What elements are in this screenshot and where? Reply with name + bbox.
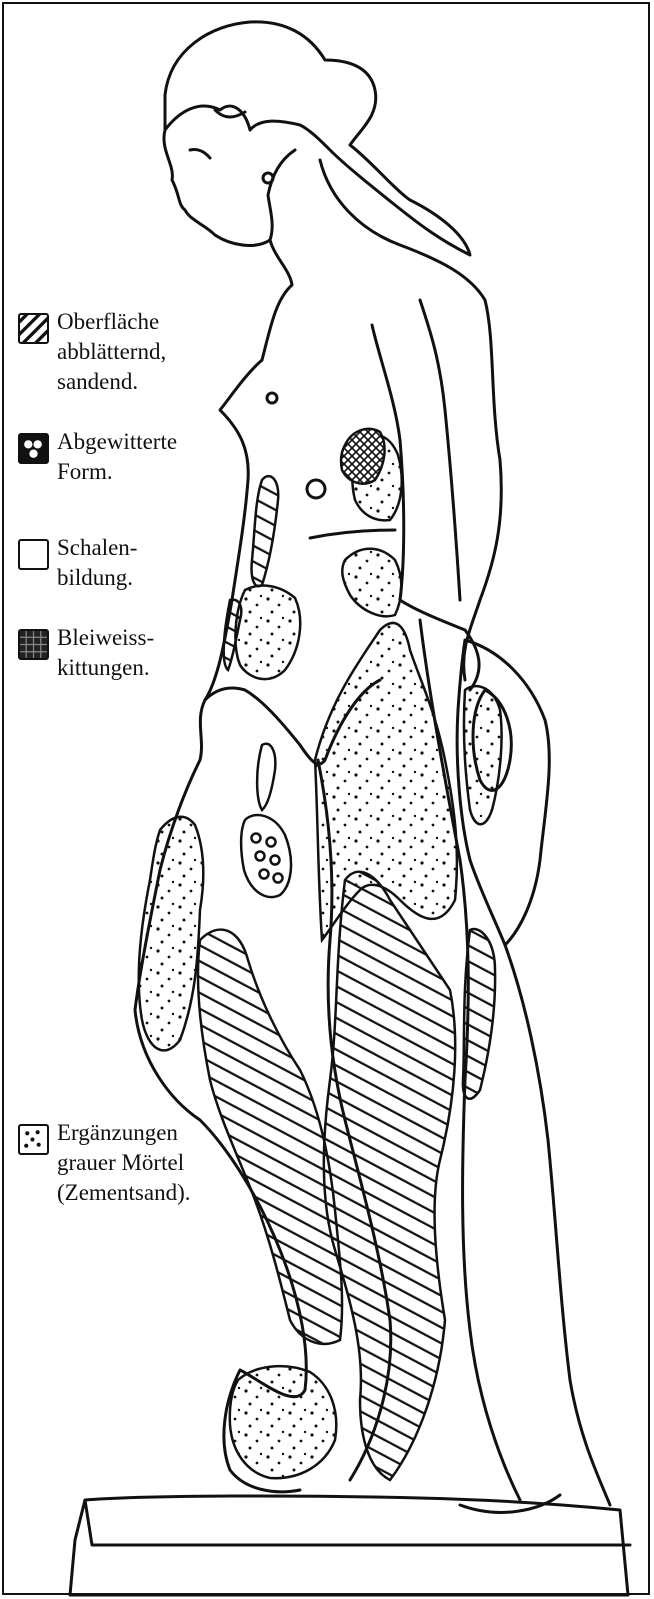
legend-item-weathered: Abgewitterte Form.: [18, 427, 177, 487]
legend-label-weathered: Abgewitterte Form.: [57, 427, 177, 487]
legend-item-leadwhite: Bleiweiss- kittungen.: [18, 623, 154, 683]
legend-item-shell: Schalen- bildung.: [18, 533, 137, 593]
statue-face: [164, 130, 295, 245]
legend-label-mortar: Ergänzungen grauer Mörtel (Zementsand).: [57, 1118, 190, 1208]
legend-item-mortar: Ergänzungen grauer Mörtel (Zementsand).: [18, 1118, 190, 1208]
statue-back: [320, 160, 501, 680]
dotted-swatch-icon: [18, 1124, 49, 1155]
statue-neck: [262, 240, 292, 360]
weathered-form-swatch-icon: [18, 433, 49, 464]
legend-label-leadwhite: Bleiweiss- kittungen.: [57, 623, 154, 683]
statue-hair: [165, 22, 470, 255]
weathered-form-region: [241, 744, 291, 897]
crosshatched-swatch-icon: [18, 629, 49, 660]
empty-swatch-icon: [18, 539, 49, 570]
lead-white-regions: [341, 429, 385, 484]
legend-label-shell: Schalen- bildung.: [57, 533, 137, 593]
legend-item-flaking: Oberfläche abblätternd, sandend.: [18, 307, 166, 397]
legend-label-flaking: Oberfläche abblätternd, sandend.: [57, 307, 166, 397]
hatched-swatch-icon: [18, 313, 49, 344]
